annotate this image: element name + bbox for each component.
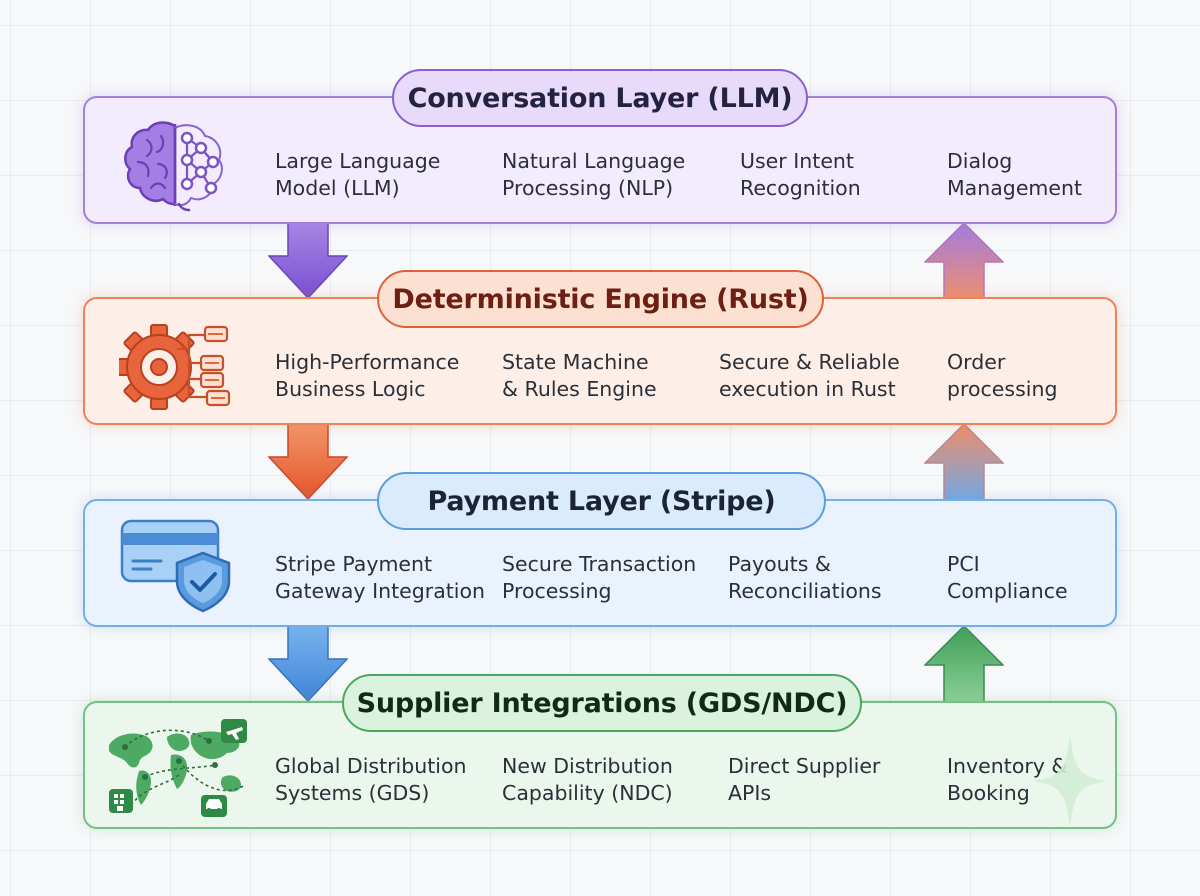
layer-title: Payment Layer (Stripe) (377, 472, 826, 530)
deterministic-engine-layer: Deterministic Engine (Rust) (83, 270, 1117, 425)
layer-title: Supplier Integrations (GDS/NDC) (342, 674, 862, 732)
sparkle-icon (1032, 733, 1108, 829)
brain-neural-network-icon (124, 121, 223, 212)
arrow-down-payment-to-supplier (268, 621, 348, 703)
world-map-travel-icon (109, 719, 247, 817)
gear-flowchart-icon (119, 324, 231, 410)
supplier-integrations-layer: Supplier Integrations (GDS/NDC) (83, 674, 1117, 829)
arrow-down-engine-to-payment (268, 419, 348, 501)
arrow-up-payment-to-engine (924, 423, 1004, 503)
arrow-up-engine-to-conversation (924, 222, 1004, 302)
feature-item: Payouts &Reconciliations (728, 552, 882, 603)
arrow-down-conversation-to-engine (268, 218, 348, 300)
arrow-up-supplier-to-payment (924, 625, 1004, 705)
feature-item: Inventory &Booking (947, 754, 1068, 805)
credit-card-shield-icon (120, 519, 231, 613)
layer-title: Deterministic Engine (Rust) (377, 270, 824, 328)
layer-title: Conversation Layer (LLM) (392, 69, 808, 127)
feature-item: State Machine& Rules Engine (502, 350, 657, 401)
